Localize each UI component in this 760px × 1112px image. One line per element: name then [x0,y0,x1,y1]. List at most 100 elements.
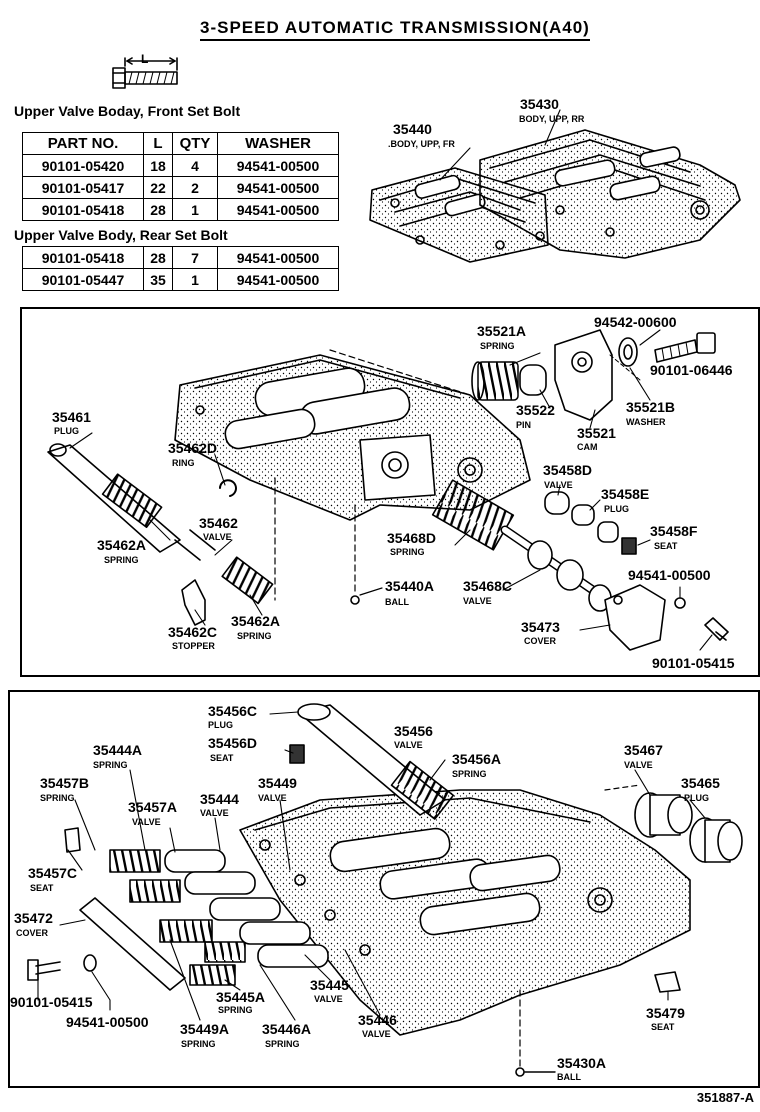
part-desc-35445a: SPRING [218,1005,253,1015]
part-number-35446: 35446 [358,1012,397,1028]
header-length: L [143,132,173,155]
part-number-35458f: 35458F [650,523,698,539]
part-number-35445: 35445 [310,977,349,993]
part-desc-35444a: SPRING [93,760,128,770]
part-desc-35467: VALVE [624,760,653,770]
part-number-35458d: 35458D [543,462,593,478]
cell-qty: 2 [172,176,218,199]
cell-washer: 94541-00500 [217,268,339,291]
part-desc-35456a: SPRING [452,769,487,779]
part-number-35446a: 35446A [262,1021,312,1037]
cell-washer: 94541-00500 [217,198,339,221]
part-number-35430a: 35430A [557,1055,607,1071]
part-desc-35444: VALVE [200,808,229,818]
part-desc-35465: PLUG [684,793,710,803]
part-number-35462a-lower: 35462A [231,613,281,629]
part-desc-35468c: VALVE [463,596,492,606]
part-number-35457b: 35457B [40,775,90,791]
header-part-no: PART NO. [22,132,144,155]
part-desc-35468d: SPRING [390,547,425,557]
part-desc-35472: COVER [16,928,49,938]
part-number-35522: 35522 [516,402,555,418]
part-desc-35521: CAM [577,442,598,452]
part-desc-35521b: WASHER [626,417,666,427]
part-desc-35449a: SPRING [181,1039,216,1049]
part-number-90101-05415-bot: 90101-05415 [10,994,93,1010]
part-desc-35458d: VALVE [544,480,573,490]
front-bolt-table: PART NO. L QTY WASHER 90101-05420 18 4 9… [22,132,339,221]
part-number-35521: 35521 [577,425,616,441]
part-desc-35457c: SEAT [30,883,54,893]
part-number-35444a: 35444A [93,742,143,758]
part-desc-35446a: SPRING [265,1039,300,1049]
set-bolt-icon [112,57,178,89]
part-desc-35457b: SPRING [40,793,75,803]
part-desc-35458e: PLUG [604,504,630,514]
cell-part-no: 90101-05420 [22,154,144,177]
part-number-35449: 35449 [258,775,297,791]
part-desc-35458f: SEAT [654,541,678,551]
part-number-35457c: 35457C [28,865,78,881]
part-desc-35461: PLUG [54,426,80,436]
part-desc-35449: VALVE [258,793,287,803]
part-desc-35462d: RING [172,458,195,468]
cell-length: 22 [143,176,173,199]
cell-part-no: 90101-05418 [22,246,144,269]
part-number-35461: 35461 [52,409,91,425]
header-washer: WASHER [217,132,339,155]
rear-bolt-heading: Upper Valve Body, Rear Set Bolt [14,227,228,243]
part-number-90101-05415-mid: 90101-05415 [652,655,735,671]
part-number-35462d: 35462D [168,440,218,456]
part-desc-35456d: SEAT [210,753,234,763]
part-number-35456c: 35456C [208,703,258,719]
part-number-35430: 35430 [520,96,559,112]
table-row: 90101-05418 28 1 94541-00500 [22,198,339,221]
part-desc-35456: VALVE [394,740,423,750]
part-number-90101-06446: 90101-06446 [650,362,733,378]
part-number-94541-00500-bot: 94541-00500 [66,1014,149,1030]
part-desc-35462: VALVE [203,532,232,542]
header-qty: QTY [172,132,218,155]
part-number-35468d: 35468D [387,530,437,546]
part-number-35456a: 35456A [452,751,502,767]
part-desc-35430: BODY, UPP, RR [519,114,585,124]
table-row: 90101-05417 22 2 94541-00500 [22,176,339,199]
middle-assembly-frame [20,307,760,677]
part-desc-35430a: BALL [557,1072,581,1082]
part-number-35458e: 35458E [601,486,650,502]
part-number-35468c: 35468C [463,578,513,594]
part-number-35462c: 35462C [168,624,218,640]
part-desc-35440: .BODY, UPP, FR [388,139,455,149]
cell-qty: 1 [172,268,218,291]
part-number-35472: 35472 [14,910,53,926]
part-number-94542-00600: 94542-00600 [594,314,677,330]
cell-qty: 4 [172,154,218,177]
cell-part-no: 90101-05417 [22,176,144,199]
figure-reference-number: 351887-A [696,1090,754,1105]
lower-valve-body-drawing [239,789,691,1036]
cell-qty: 7 [172,246,218,269]
part-number-94541-00500-mid: 94541-00500 [628,567,711,583]
part-desc-35440a: BALL [385,597,409,607]
middle-valve-body-drawing [174,354,531,521]
rear-bolt-table: 90101-05418 28 7 94541-00500 90101-05447… [22,246,339,291]
part-desc-35462a-upper: SPRING [104,555,139,565]
part-number-35521b: 35521B [626,399,676,415]
part-number-35521a: 35521A [477,323,527,339]
part-number-35456d: 35456D [208,735,258,751]
part-number-35457a: 35457A [128,799,178,815]
part-desc-35445: VALVE [314,994,343,1004]
part-desc-35473: COVER [524,636,557,646]
part-number-35473: 35473 [521,619,560,635]
part-number-35456: 35456 [394,723,433,739]
part-desc-35521a: SPRING [480,341,515,351]
part-number-35467: 35467 [624,742,663,758]
part-number-35440: 35440 [393,121,432,137]
part-desc-35456c: PLUG [208,720,234,730]
table-header-row: PART NO. L QTY WASHER [22,132,339,155]
part-number-35465: 35465 [681,775,720,791]
cell-part-no: 90101-05447 [22,268,144,291]
lower-assembly-frame [8,690,760,1088]
part-number-35449a: 35449A [180,1021,230,1037]
